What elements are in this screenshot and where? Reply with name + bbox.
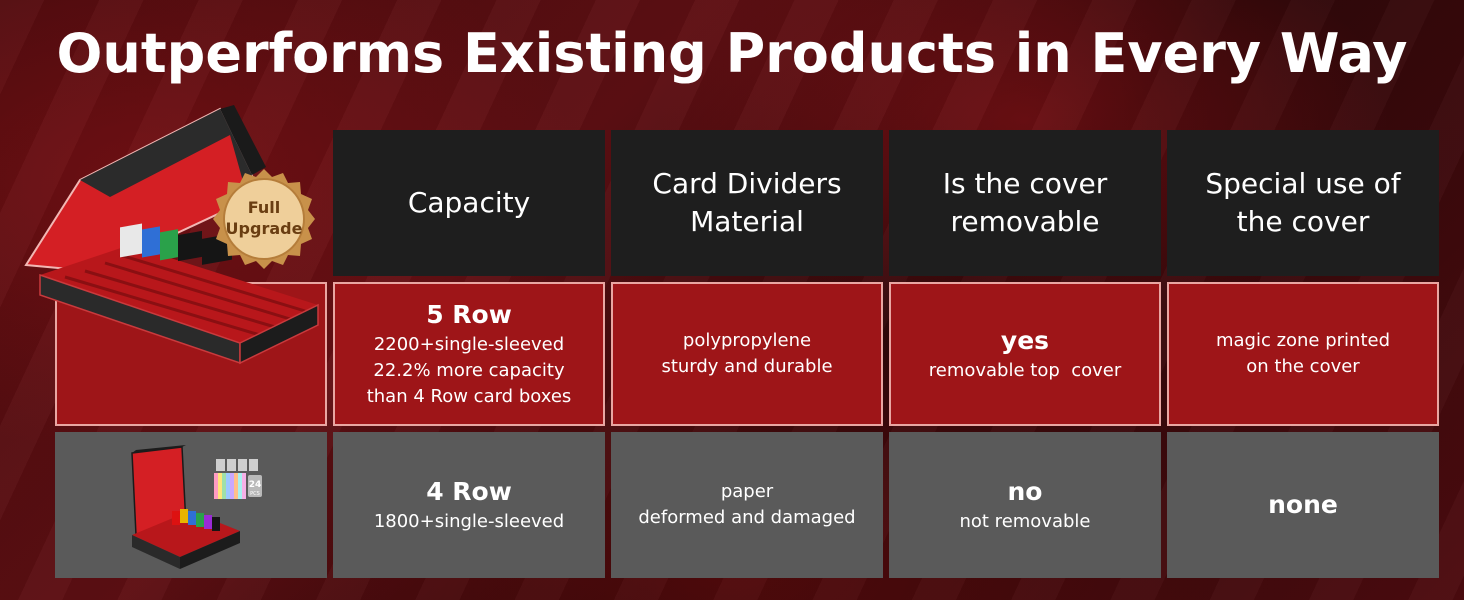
header-removable: Is the cover removable	[889, 130, 1161, 276]
card-stack-white	[120, 223, 142, 258]
new-special-cell: magic zone printed on the cover	[1167, 282, 1439, 426]
old-box-side	[180, 531, 240, 569]
full-upgrade-badge-icon	[213, 169, 315, 269]
badge-line1: Full	[247, 198, 281, 217]
header-removable-line2: removable	[950, 205, 1100, 238]
badge-text: Full Upgrade	[212, 197, 316, 239]
new-removable-cell: yes removable top cover	[889, 282, 1161, 426]
old-material-line1: paper	[720, 481, 774, 502]
new-removable-main: yes	[1000, 326, 1050, 355]
old-capacity-cell: 4 Row 1800+single-sleeved	[333, 432, 605, 578]
lid-spine	[220, 105, 266, 175]
header-material-line2: Material	[690, 205, 804, 238]
badge-line2: Upgrade	[225, 219, 303, 238]
new-capacity-line1: 2200+single-sleeved	[373, 334, 565, 355]
old-capacity-sub: 1800+single-sleeved	[373, 511, 565, 532]
old-special-cell: none	[1167, 432, 1439, 578]
divider-tab-4	[249, 459, 258, 471]
new-special-line2: on the cover	[1246, 356, 1360, 377]
lid-top-edge	[80, 109, 252, 197]
old-removable-cell: no not removable	[889, 432, 1161, 578]
new-capacity-line3: than 4 Row card boxes	[366, 386, 572, 407]
pcs-count: 24	[249, 480, 262, 490]
header-removable-line1: Is the cover	[942, 167, 1108, 200]
badge-face	[223, 178, 305, 260]
old-special-main: none	[1268, 490, 1338, 519]
new-special-line1: magic zone printed	[1215, 330, 1391, 351]
card-box-old-illustration: 24 PCS	[131, 445, 262, 569]
header-material-line1: Card Dividers	[652, 167, 842, 200]
new-capacity-line2: 22.2% more capacity	[373, 360, 565, 381]
header-capacity-label: Capacity	[407, 186, 531, 219]
old-material-line2: deformed and damaged	[638, 507, 856, 528]
card-stack-black	[178, 230, 202, 262]
old-removable-sub: not removable	[959, 511, 1091, 532]
new-material-cell: polypropylene sturdy and durable	[611, 282, 883, 426]
old-capacity-main: 4 Row	[426, 477, 512, 506]
divider-tab-1	[216, 459, 225, 471]
old-removable-main: no	[1007, 477, 1043, 506]
old-material-cell: paper deformed and damaged	[611, 432, 883, 578]
card-box-hero-illustration	[24, 105, 319, 365]
new-material-line2: sturdy and durable	[661, 356, 833, 377]
header-capacity: Capacity	[333, 130, 605, 276]
divider-tab-3	[238, 459, 247, 471]
new-removable-sub: removable top cover	[928, 360, 1122, 381]
new-material-line1: polypropylene	[682, 330, 812, 351]
header-special: Special use of the cover	[1167, 130, 1439, 276]
card-stack-green	[160, 229, 178, 261]
header-special-line2: the cover	[1236, 205, 1370, 238]
box-side	[239, 303, 319, 365]
old-box-front	[132, 535, 180, 569]
page-title: Outperforms Existing Products in Every W…	[56, 22, 1408, 85]
divider-tab-2	[227, 459, 236, 471]
card-stack-blue	[142, 226, 160, 258]
header-material: Card Dividers Material	[611, 130, 883, 276]
header-special-line1: Special use of	[1205, 167, 1401, 200]
new-capacity-main: 5 Row	[426, 300, 512, 329]
pcs-sub: PCS	[250, 491, 260, 497]
new-capacity-cell: 5 Row 2200+single-sleeved 22.2% more cap…	[333, 282, 605, 426]
pcs-label-bg	[248, 475, 262, 497]
